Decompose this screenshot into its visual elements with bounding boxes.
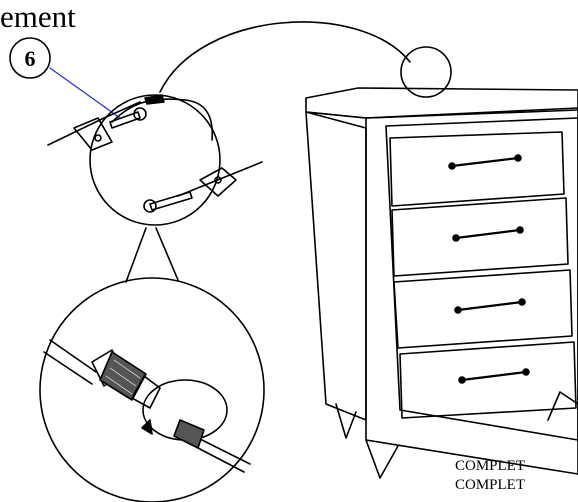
drawer-4 (399, 341, 577, 419)
caption-line-2: COMPLET (455, 477, 526, 493)
part-callout-circle (9, 37, 51, 79)
hardware-detail (47, 94, 263, 226)
small-fitting (173, 419, 205, 449)
part-number-label: 6 (25, 46, 36, 71)
handle-4 (460, 370, 528, 382)
caption-line-1: COMPLET (455, 458, 526, 474)
drawer-2 (391, 197, 569, 277)
leg-front-left (365, 439, 399, 479)
chest-of-drawers (305, 87, 578, 479)
completion-caption: COMPLET COMPLET (455, 457, 525, 495)
knurled-barrel (99, 351, 147, 401)
wall-bracket-left (73, 117, 113, 151)
handle-2 (454, 228, 522, 240)
handle-1 (450, 156, 520, 168)
handle-3 (456, 300, 524, 312)
wall-bracket-right (199, 167, 237, 197)
step-heading: ement (0, 0, 76, 34)
turnbuckle-detail (39, 277, 265, 502)
screw-left (109, 111, 141, 129)
screw-lower (149, 191, 193, 211)
drawer-1 (389, 131, 565, 207)
chest-left-side (305, 111, 367, 421)
chest-top (305, 87, 578, 119)
mount-point-circle (400, 46, 452, 98)
detail-connector-line (159, 21, 411, 93)
chest-front-frame (365, 107, 578, 475)
leg-front-right (547, 391, 578, 421)
part-callout-leader (49, 67, 121, 119)
leg-left-back (335, 403, 357, 439)
zoom-circle (39, 277, 265, 502)
drawer-3 (393, 269, 573, 349)
cable (111, 98, 214, 141)
detail-circle (89, 94, 221, 226)
